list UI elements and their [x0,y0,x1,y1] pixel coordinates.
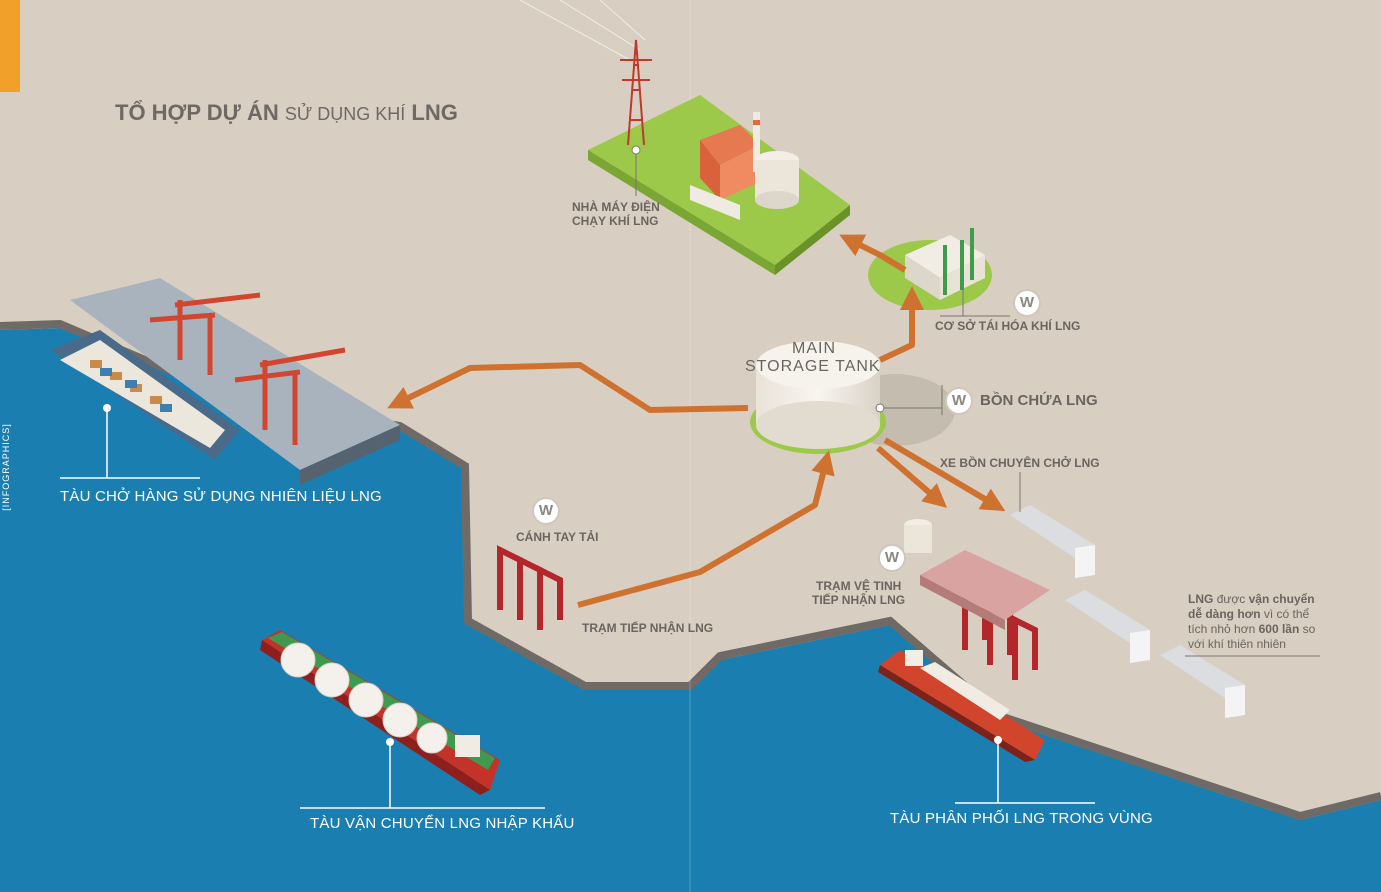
label-tanker-trucks: XE BỒN CHUYÊN CHỞ LNG [940,456,1100,470]
note-l1b: được [1216,592,1246,606]
callout-dots-land [631,145,885,413]
label-import-carrier: TÀU VẬN CHUYỂN LNG NHẬP KHẨU [310,815,575,832]
note-l3c: so [1302,622,1316,636]
label-power-plant-line2: CHẠY KHÍ LNG [572,214,659,228]
note-line2: dễ dàng hơn vì có thể [1188,607,1309,621]
tank-label-line1: MAIN [792,340,836,357]
satellite-station [904,519,1050,630]
label-receiving-station: TRẠM TIẾP NHẬN LNG [582,621,714,635]
note-l3b: 600 lần [1258,622,1300,636]
title-part3: LNG [411,100,458,125]
main-storage-tank [750,341,955,454]
label-satellite-line1: TRẠM VỆ TINH [816,579,902,593]
lng-import-carrier [260,630,500,795]
cargo-port [50,278,400,485]
side-tag: [INFOGRAPHICS] [0,423,11,511]
callout-dots [103,404,1002,746]
label-regional-ship: TÀU PHÂN PHỐI LNG TRONG VÙNG [890,810,1153,827]
note-l1a: LNG [1188,592,1214,606]
title-part1: TỔ HỢP DỰ ÁN [115,100,279,125]
label-power-plant-line1: NHÀ MÁY ĐIỆN [572,200,660,214]
w-badge-loading-arm: W [532,497,560,525]
w-badge-regas: W [1013,289,1041,317]
label-loading-arm: CÁNH TAY TẢI [516,530,599,544]
label-cargo-ship: TÀU CHỞ HÀNG SỬ DỤNG NHIÊN LIỆU LNG [60,488,382,505]
note-l2a: dễ dàng hơn [1188,607,1261,621]
label-satellite-line2: TIẾP NHẬN LNG [812,593,906,607]
note-l2b: vì có thể [1263,607,1310,621]
note-line4: với khí thiên nhiên [1188,637,1286,651]
loading-arms-left [497,545,563,630]
callout-lines-land [635,150,1320,657]
flow-arrows [387,234,1006,608]
title-part2: SỬ DỤNG KHÍ [284,104,406,124]
page-title: TỔ HỢP DỰ ÁN SỬ DỤNG KHÍ LNG [115,100,458,126]
tank-label-line2: STORAGE TANK [745,358,881,375]
regas-facility [868,228,992,310]
label-storage: BỒN CHỨA LNG [980,392,1098,409]
callout-lines [60,408,1095,809]
note-line1: LNG được vận chuyển [1188,592,1315,606]
note-l1c: vận chuyển [1248,592,1315,606]
power-plant [588,95,850,275]
accent-bar [0,0,20,92]
w-badge-satellite: W [878,544,906,572]
note-l3a: tích nhỏ hơn [1188,622,1256,636]
label-regas: CƠ SỞ TÁI HÓA KHÍ LNG [935,319,1081,333]
tanker-trucks [1010,505,1245,718]
w-badge-storage: W [945,387,973,415]
transmission-tower [620,39,652,146]
note-line3: tích nhỏ hơn 600 lần so [1188,622,1315,636]
